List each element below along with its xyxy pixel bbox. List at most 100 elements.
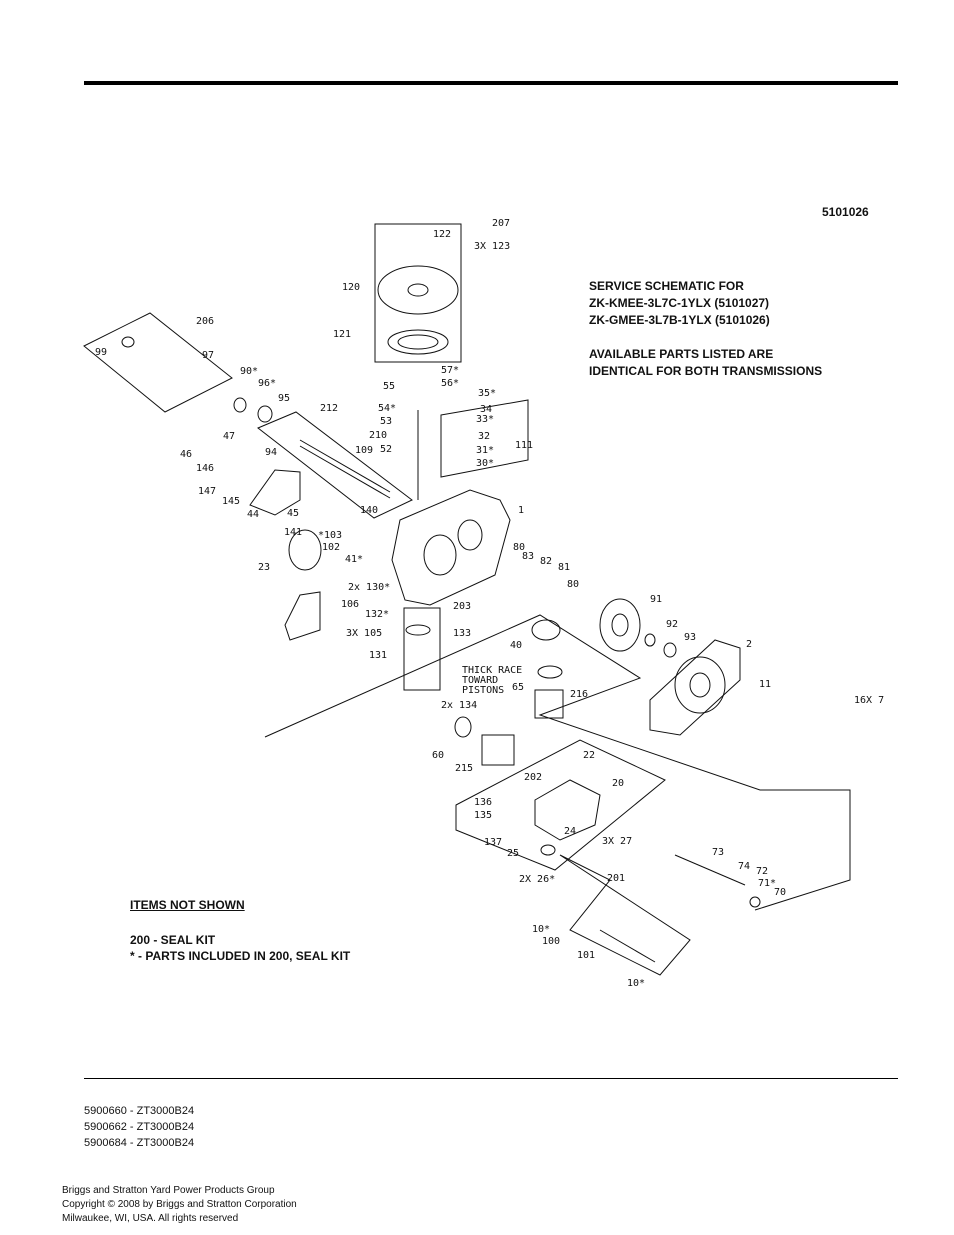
callout: 40: [510, 640, 522, 651]
service-note: SERVICE SCHEMATIC FOR ZK-KMEE-3L7C-1YLX …: [589, 278, 822, 380]
callout: 136: [474, 797, 492, 808]
callout: 70: [774, 887, 786, 898]
callout: 20: [612, 778, 624, 789]
callout: 131: [369, 650, 387, 661]
callout: 146: [196, 463, 214, 474]
callout: 73: [712, 847, 724, 858]
model-list: 5900660 - ZT3000B24 5900662 - ZT3000B24 …: [84, 1103, 194, 1151]
callout: 23: [258, 562, 270, 573]
callout: 145: [222, 496, 240, 507]
callout: 97: [202, 350, 214, 361]
callout: 206: [196, 316, 214, 327]
callout: 47: [223, 431, 235, 442]
callout: 1: [518, 505, 524, 516]
items-not-shown-heading: ITEMS NOT SHOWN: [130, 898, 245, 912]
callout: 53: [380, 416, 392, 427]
callout: 90*: [240, 366, 258, 377]
callout: 82: [540, 556, 552, 567]
callout: 96*: [258, 378, 276, 389]
callout: 109: [355, 445, 373, 456]
callout: 202: [524, 772, 542, 783]
callout: 94: [265, 447, 277, 458]
callout: 24: [564, 826, 576, 837]
callout: 140: [360, 505, 378, 516]
callout-labels: 122 207 3X 123 120 121 206 99 97 90* 96*…: [95, 218, 884, 989]
callout: 32: [478, 431, 490, 442]
service-line: SERVICE SCHEMATIC FOR: [589, 279, 744, 293]
service-line: ZK-GMEE-3L7B-1YLX (5101026): [589, 313, 770, 327]
service-line: ZK-KMEE-3L7C-1YLX (5101027): [589, 296, 770, 310]
footer-line: Milwaukee, WI, USA. All rights reserved: [62, 1213, 239, 1224]
callout: 54*: [378, 403, 396, 414]
callout: 81: [558, 562, 570, 573]
diagram-linework: [83, 223, 851, 976]
callout: 71*: [758, 878, 776, 889]
callout: 99: [95, 347, 107, 358]
top-rule: [84, 81, 898, 85]
callout: 207: [492, 218, 510, 229]
callout: TOWARD: [462, 675, 498, 686]
callout: 106: [341, 599, 359, 610]
callout: 60: [432, 750, 444, 761]
items-not-shown-list: 200 - SEAL KIT * - PARTS INCLUDED IN 200…: [130, 932, 350, 964]
callout: 74: [738, 861, 750, 872]
model-line: 5900660 - ZT3000B24: [84, 1105, 195, 1117]
callout: 215: [455, 763, 473, 774]
callout: 95: [278, 393, 290, 404]
callout: THICK RACE: [462, 665, 522, 676]
service-line: AVAILABLE PARTS LISTED ARE: [589, 347, 774, 361]
callout: 22: [583, 750, 595, 761]
callout: 210: [369, 430, 387, 441]
callout: 212: [320, 403, 338, 414]
bottom-rule: [84, 1078, 898, 1079]
callout: 35*: [478, 388, 496, 399]
callout: 55: [383, 381, 395, 392]
schematic-number: 5101026: [822, 205, 869, 219]
callout: 72: [756, 866, 768, 877]
callout: 80: [567, 579, 579, 590]
callout: 16X 7: [854, 695, 884, 706]
callout: 91: [650, 594, 662, 605]
model-line: 5900684 - ZT3000B24: [84, 1137, 195, 1149]
copyright-footer: Briggs and Stratton Yard Power Products …: [62, 1184, 297, 1226]
callout: 141: [284, 527, 302, 538]
callout: 137: [484, 837, 502, 848]
callout: 10*: [532, 924, 550, 935]
callout: 132*: [365, 609, 389, 620]
callout: 57*: [441, 365, 459, 376]
callout: 201: [607, 873, 625, 884]
callout: 25: [507, 848, 519, 859]
callout: 34: [480, 404, 492, 415]
callout: 2: [746, 639, 752, 650]
callout: 31*: [476, 445, 494, 456]
callout: 30*: [476, 458, 494, 469]
callout: 122: [433, 229, 451, 240]
callout: 135: [474, 810, 492, 821]
callout: 2x 134: [441, 700, 477, 711]
callout: 3X 105: [346, 628, 382, 639]
callout: 120: [342, 282, 360, 293]
service-line: IDENTICAL FOR BOTH TRANSMISSIONS: [589, 364, 823, 378]
callout: 203: [453, 601, 471, 612]
callout: 44: [247, 509, 259, 520]
callout: 92: [666, 619, 678, 630]
callout: 111: [515, 440, 533, 451]
callout: 93: [684, 632, 696, 643]
callout: 216: [570, 689, 588, 700]
callout: 121: [333, 329, 351, 340]
callout: 83: [522, 551, 534, 562]
items-not-shown-line: 200 - SEAL KIT: [130, 933, 216, 947]
callout: 10*: [627, 978, 645, 989]
callout: 46: [180, 449, 192, 460]
callout: 101: [577, 950, 595, 961]
callout: 2x 130*: [348, 582, 390, 593]
callout: PISTONS: [462, 685, 504, 696]
callout: 65: [512, 682, 524, 693]
callout: 100: [542, 936, 560, 947]
callout: 11: [759, 679, 771, 690]
callout: 3X 123: [474, 241, 510, 252]
callout: 2X 26*: [519, 874, 555, 885]
callout: 80: [513, 542, 525, 553]
items-not-shown-line: * - PARTS INCLUDED IN 200, SEAL KIT: [130, 949, 351, 963]
